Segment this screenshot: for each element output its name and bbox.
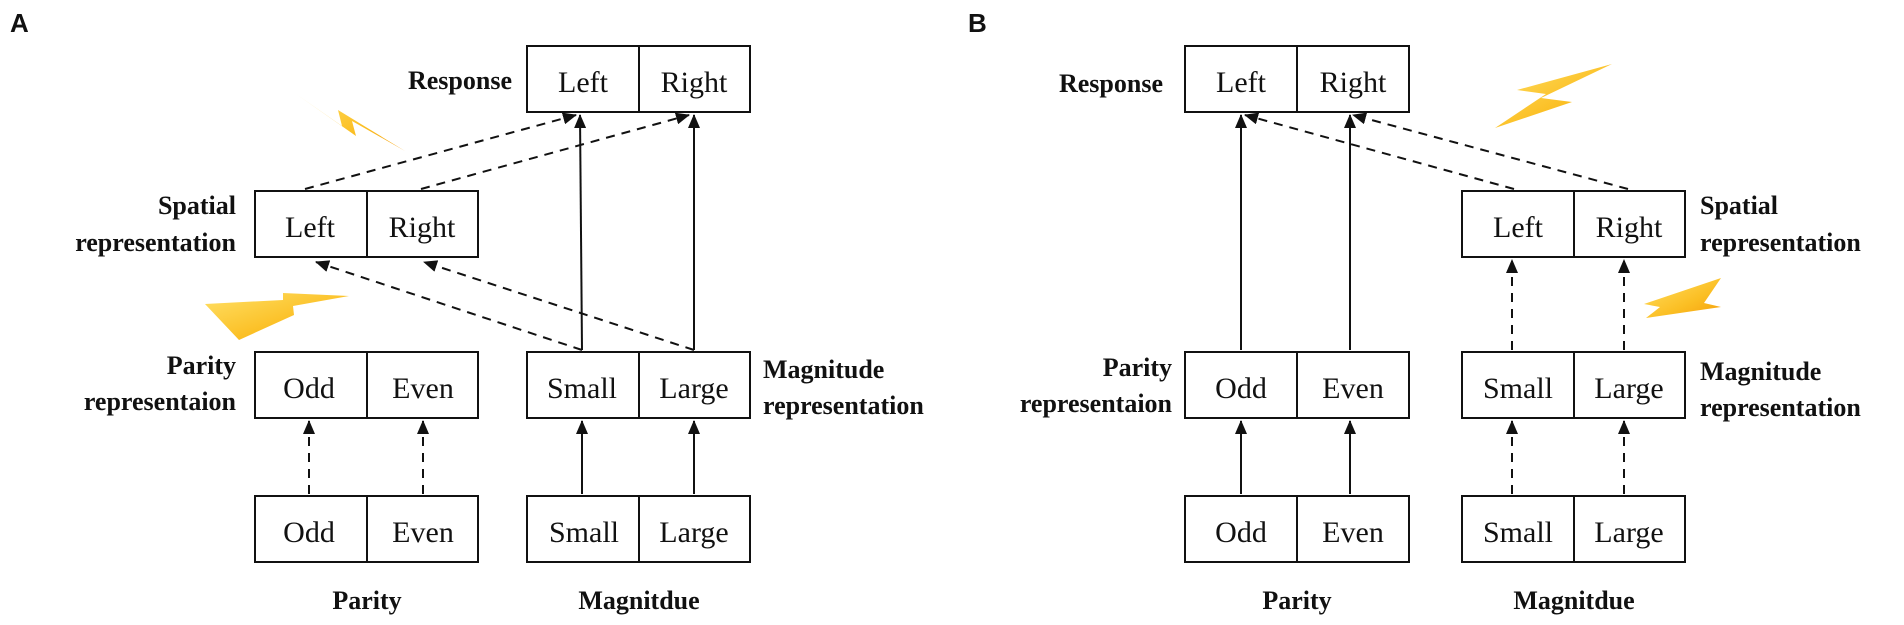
panel-b-spatial-right: Right — [1596, 211, 1663, 244]
panel-a-spatial-left: Left — [285, 211, 336, 244]
panel-a-magnitude-input-box: Small Large — [526, 495, 751, 563]
panel-a-parity-rep-even: Even — [392, 372, 454, 405]
panel-b-arrow-spatial-left-to-response — [1244, 112, 1515, 190]
panel-b: B Response Left Right Left Right Spatial… — [968, 8, 1861, 615]
panel-a-arrows — [303, 112, 700, 494]
panel-a-parity-rep-label-1: Parity — [167, 351, 236, 380]
panel-b-spatial-box: Left Right — [1461, 190, 1686, 258]
panel-a-magnitude-rep-box: Small Large — [526, 351, 751, 419]
lightning-bolt-icon — [1495, 64, 1612, 128]
panel-b-parity-input-odd: Odd — [1215, 516, 1267, 549]
panel-b-parity-rep-even: Even — [1322, 372, 1384, 405]
panel-b-spatial-label-1: Spatial — [1700, 191, 1778, 220]
panel-a-spatial-right: Right — [389, 211, 456, 244]
panel-b-magnitude-input-large: Large — [1594, 516, 1663, 549]
panel-a-magnitude-rep-large: Large — [659, 372, 728, 405]
panel-b-response-box: Left Right — [1184, 45, 1410, 113]
panel-b-arrows — [1235, 112, 1630, 494]
panel-a-magnitude-input-label: Magnitdue — [578, 586, 699, 615]
panel-a-parity-rep-box: Odd Even — [254, 351, 479, 419]
panel-a-letter: A — [10, 8, 29, 38]
panel-b-magnitude-input-box: Small Large — [1461, 495, 1686, 563]
panel-a-arrow-small-to-spatial-left — [315, 260, 583, 351]
panel-a-spatial-label-2: representation — [75, 228, 236, 257]
panel-a-magnitude-input-large: Large — [659, 516, 728, 549]
panel-a-magnitude-rep-label-2: representation — [763, 391, 924, 420]
lightning-bolt-icon — [205, 293, 349, 340]
lightning-bolt-icon — [296, 94, 405, 151]
panel-a-parity-rep-odd: Odd — [283, 372, 335, 405]
panel-a-parity-input-box: Odd Even — [254, 495, 479, 563]
panel-a: A Response Left Right Spatial representa… — [10, 8, 924, 615]
panel-a-response-label: Response — [408, 66, 512, 95]
panel-a-response-right: Right — [661, 66, 728, 99]
panel-b-response-left: Left — [1216, 66, 1267, 99]
panel-b-letter: B — [968, 8, 987, 38]
panel-b-response-right: Right — [1320, 66, 1387, 99]
panel-a-spatial-label-1: Spatial — [158, 191, 236, 220]
panel-b-parity-input-box: Odd Even — [1184, 495, 1410, 563]
panel-b-magnitude-input-label: Magnitdue — [1513, 586, 1634, 615]
panel-b-parity-rep-odd: Odd — [1215, 372, 1267, 405]
panel-b-magnitude-rep-label-2: representation — [1700, 393, 1861, 422]
panel-a-spatial-box: Left Right — [254, 190, 479, 258]
panel-a-arrow-spatial-right-to-response — [420, 112, 690, 190]
panel-b-magnitude-input-small: Small — [1483, 516, 1553, 549]
panel-b-magnitude-rep-large: Large — [1594, 372, 1663, 405]
panel-b-magnitude-rep-label-1: Magnitude — [1700, 357, 1821, 386]
panel-a-parity-input-odd: Odd — [283, 516, 335, 549]
panel-a-response-box: Left Right — [526, 45, 751, 113]
panel-b-parity-rep-label-1: Parity — [1103, 353, 1172, 382]
panel-b-parity-rep-box: Odd Even — [1184, 351, 1410, 419]
panel-a-parity-input-label: Parity — [332, 586, 401, 615]
panel-a-parity-rep-label-2: representaion — [84, 387, 237, 416]
panel-a-response-left: Left — [558, 66, 609, 99]
lightning-bolt-icon — [1644, 278, 1721, 318]
panel-b-spatial-label-2: representation — [1700, 228, 1861, 257]
panel-a-magnitude-rep-label-1: Magnitude — [763, 355, 884, 384]
panel-a-parity-input-even: Even — [392, 516, 454, 549]
panel-b-response-label: Response — [1059, 69, 1163, 98]
panel-b-parity-rep-label-2: representaion — [1020, 389, 1173, 418]
panel-a-magnitude-rep-small: Small — [547, 372, 617, 405]
panel-a-arrow-small-to-left — [574, 114, 587, 351]
panel-a-arrow-large-to-spatial-right — [423, 260, 695, 351]
panel-b-parity-input-label: Parity — [1262, 586, 1331, 615]
panel-b-parity-input-even: Even — [1322, 516, 1384, 549]
panel-b-magnitude-rep-box: Small Large — [1461, 351, 1686, 419]
panel-b-magnitude-rep-small: Small — [1483, 372, 1553, 405]
panel-a-magnitude-input-small: Small — [549, 516, 619, 549]
panel-b-arrow-spatial-right-to-response — [1352, 112, 1629, 190]
panel-b-spatial-left: Left — [1493, 211, 1544, 244]
